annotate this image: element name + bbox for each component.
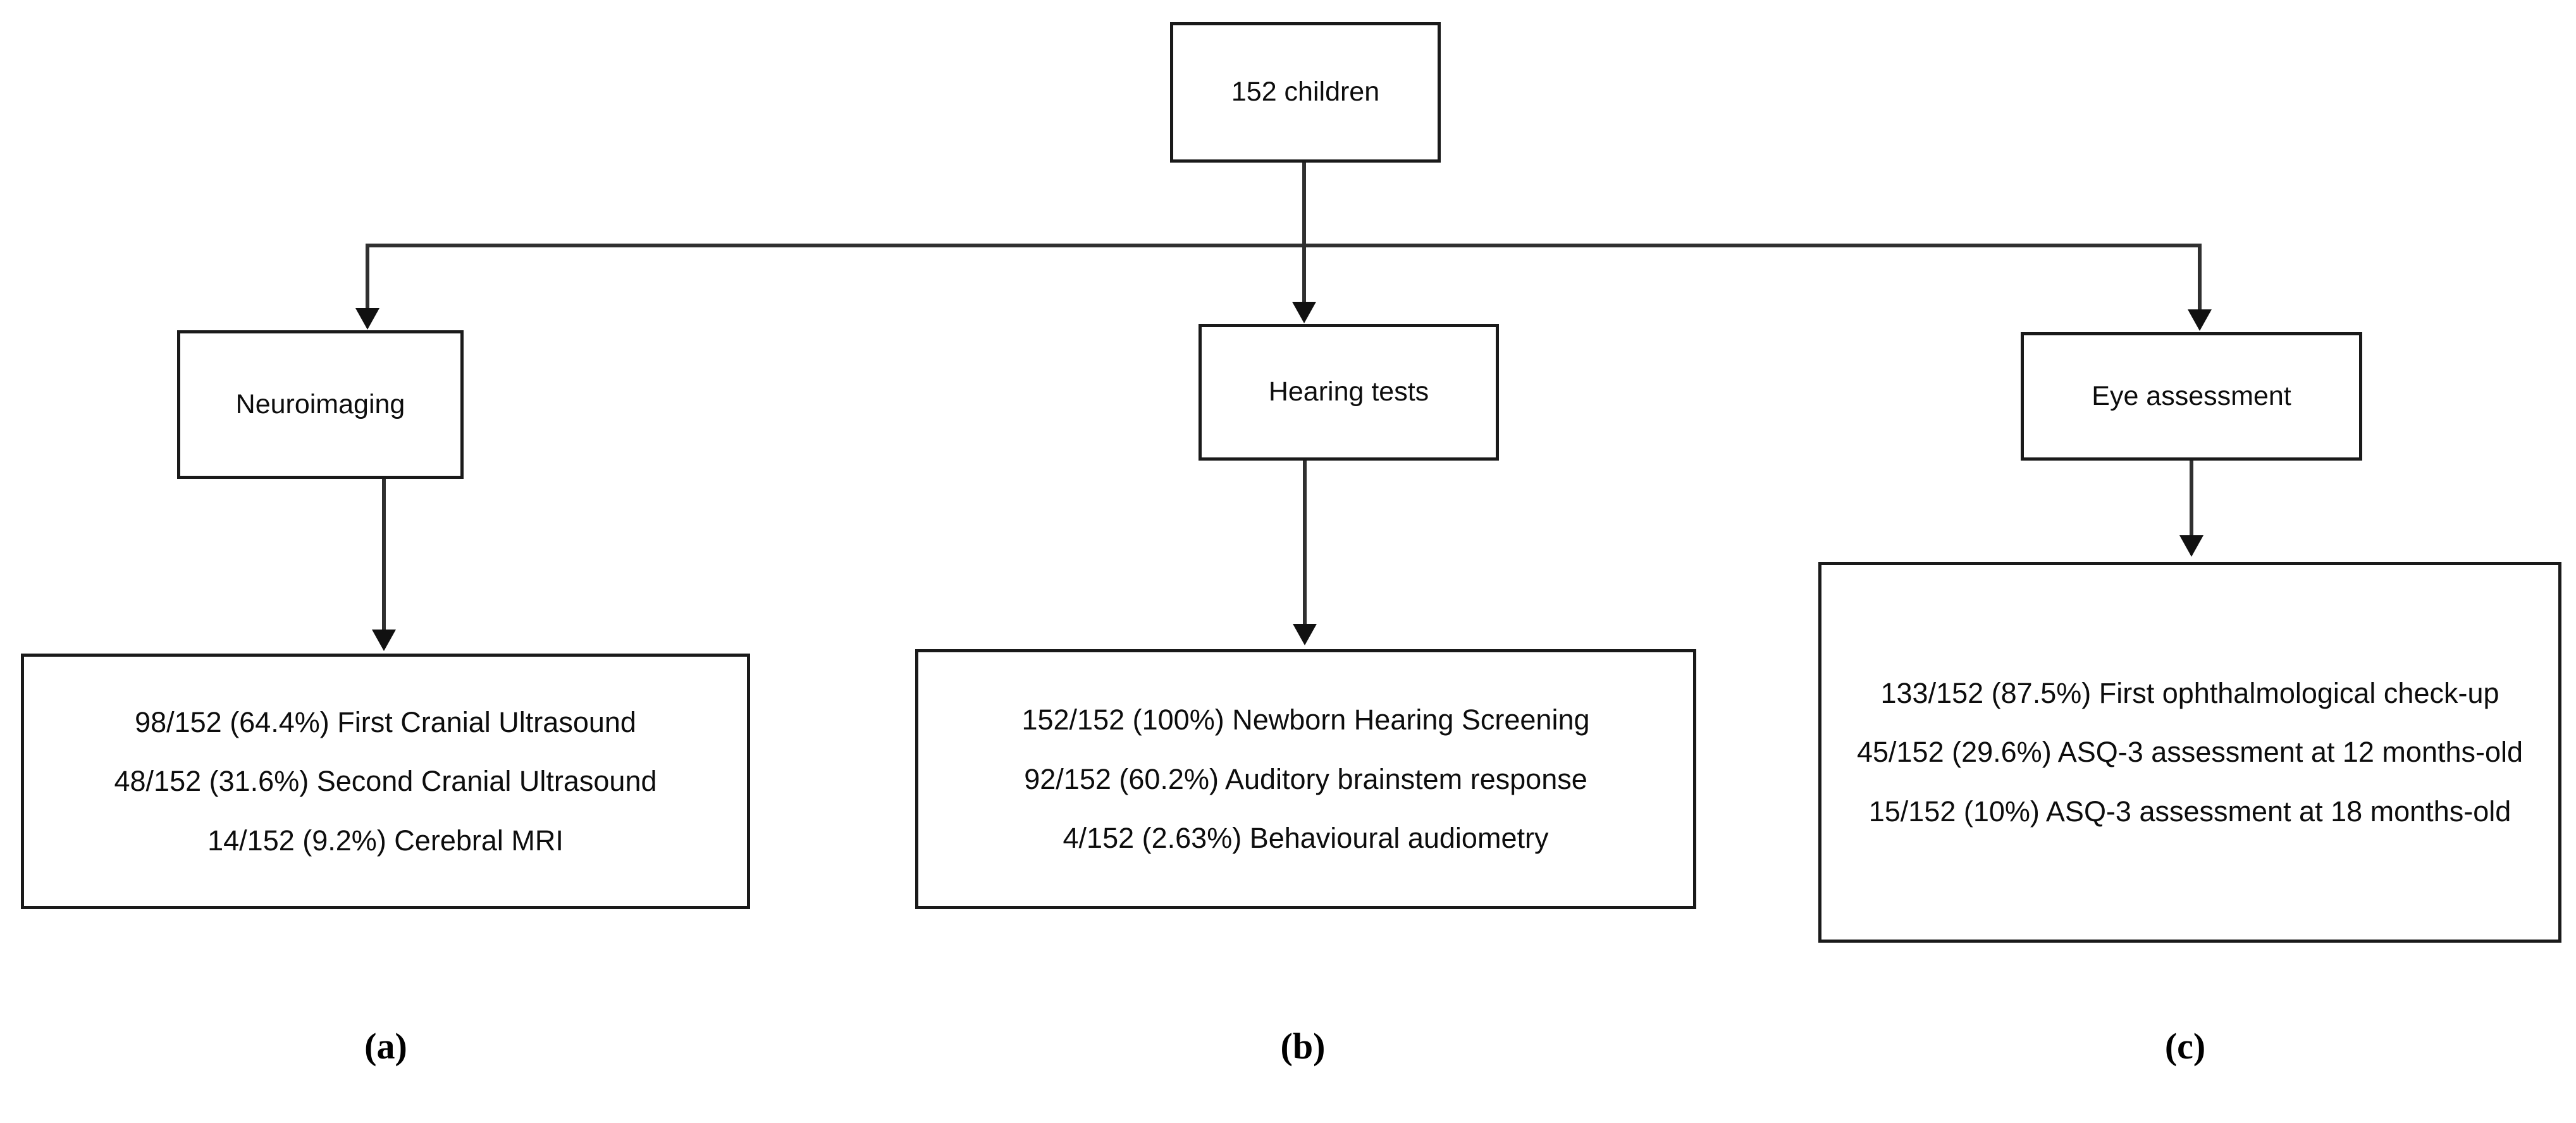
arrowhead-hearing-tests-details: [1293, 624, 1317, 645]
node-eye-assessment[interactable]: Eye assessment: [2021, 332, 2362, 461]
connector-root-stem: [1302, 163, 1306, 247]
detail-line-item: 45/152 (29.6%) ASQ-3 assessment at 12 mo…: [1856, 736, 2524, 769]
connector-neuroimaging-to-details: [382, 479, 386, 632]
detail-line-item: 152/152 (100%) Newborn Hearing Screening: [1021, 704, 1590, 736]
node-neuroimaging[interactable]: Neuroimaging: [177, 330, 464, 479]
node-root-152-children[interactable]: 152 children: [1170, 22, 1441, 163]
detail-line-item: 133/152 (87.5%) First ophthalmological c…: [1880, 676, 2499, 709]
detail-line-item: 14/152 (9.2%) Cerebral MRI: [207, 824, 564, 857]
panel-caption-a: (a): [364, 1026, 407, 1067]
detail-line-item: 4/152 (2.63%) Behavioural audiometry: [1063, 822, 1549, 855]
detail-line-item: 15/152 (10%) ASQ-3 assessment at 18 mont…: [1868, 795, 2511, 828]
node-root-label: 152 children: [1231, 77, 1380, 108]
connector-horizontal-bus: [366, 244, 2202, 247]
panel-caption-c: (c): [2164, 1026, 2206, 1067]
connector-drop-hearing-tests: [1302, 244, 1306, 304]
arrowhead-neuroimaging-details: [372, 630, 396, 651]
detail-line-item: 92/152 (60.2%) Auditory brainstem respon…: [1024, 762, 1587, 795]
arrowhead-hearing-tests: [1292, 302, 1316, 323]
connector-drop-neuroimaging: [366, 244, 369, 311]
arrowhead-neuroimaging: [355, 308, 379, 330]
arrowhead-eye-assessment: [2188, 309, 2212, 331]
detail-line-item: 98/152 (64.4%) First Cranial Ultrasound: [135, 705, 636, 738]
node-hearing-tests-label: Hearing tests: [1268, 376, 1429, 407]
node-neuroimaging-label: Neuroimaging: [235, 388, 405, 419]
detail-box-neuroimaging[interactable]: 98/152 (64.4%) First Cranial Ultrasound …: [21, 654, 750, 909]
connector-drop-eye-assessment: [2198, 244, 2202, 312]
node-hearing-tests[interactable]: Hearing tests: [1199, 324, 1499, 461]
connector-eye-assessment-to-details: [2190, 461, 2193, 538]
detail-line-item: 48/152 (31.6%) Second Cranial Ultrasound: [114, 765, 657, 798]
node-eye-assessment-label: Eye assessment: [2092, 380, 2291, 411]
detail-box-hearing-tests[interactable]: 152/152 (100%) Newborn Hearing Screening…: [915, 649, 1696, 909]
connector-hearing-tests-to-details: [1303, 461, 1307, 626]
detail-box-eye-assessment[interactable]: 133/152 (87.5%) First ophthalmological c…: [1818, 562, 2561, 943]
arrowhead-eye-assessment-details: [2179, 535, 2203, 557]
panel-caption-b: (b): [1280, 1026, 1326, 1067]
